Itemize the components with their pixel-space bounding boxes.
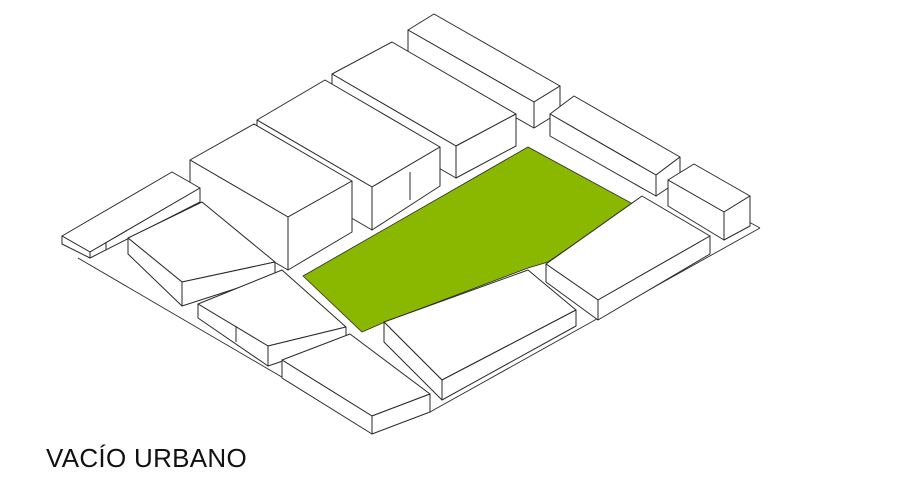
- building-block-right-top: [549, 95, 681, 197]
- building-block-front-bottom: [281, 333, 431, 435]
- building-block-right-corner: [667, 163, 751, 241]
- building-block-left-middle: [127, 201, 276, 307]
- building-block-back-far: [407, 13, 561, 129]
- building-block-front-center: [383, 269, 577, 401]
- building-block-left-large: [189, 123, 353, 271]
- building-block-front-left: [197, 269, 347, 367]
- building-block-left-thin: [61, 171, 201, 259]
- diagram-caption: VACÍO URBANO: [46, 443, 248, 473]
- urban-void-area: [302, 146, 634, 333]
- building-block-right-middle: [545, 195, 711, 321]
